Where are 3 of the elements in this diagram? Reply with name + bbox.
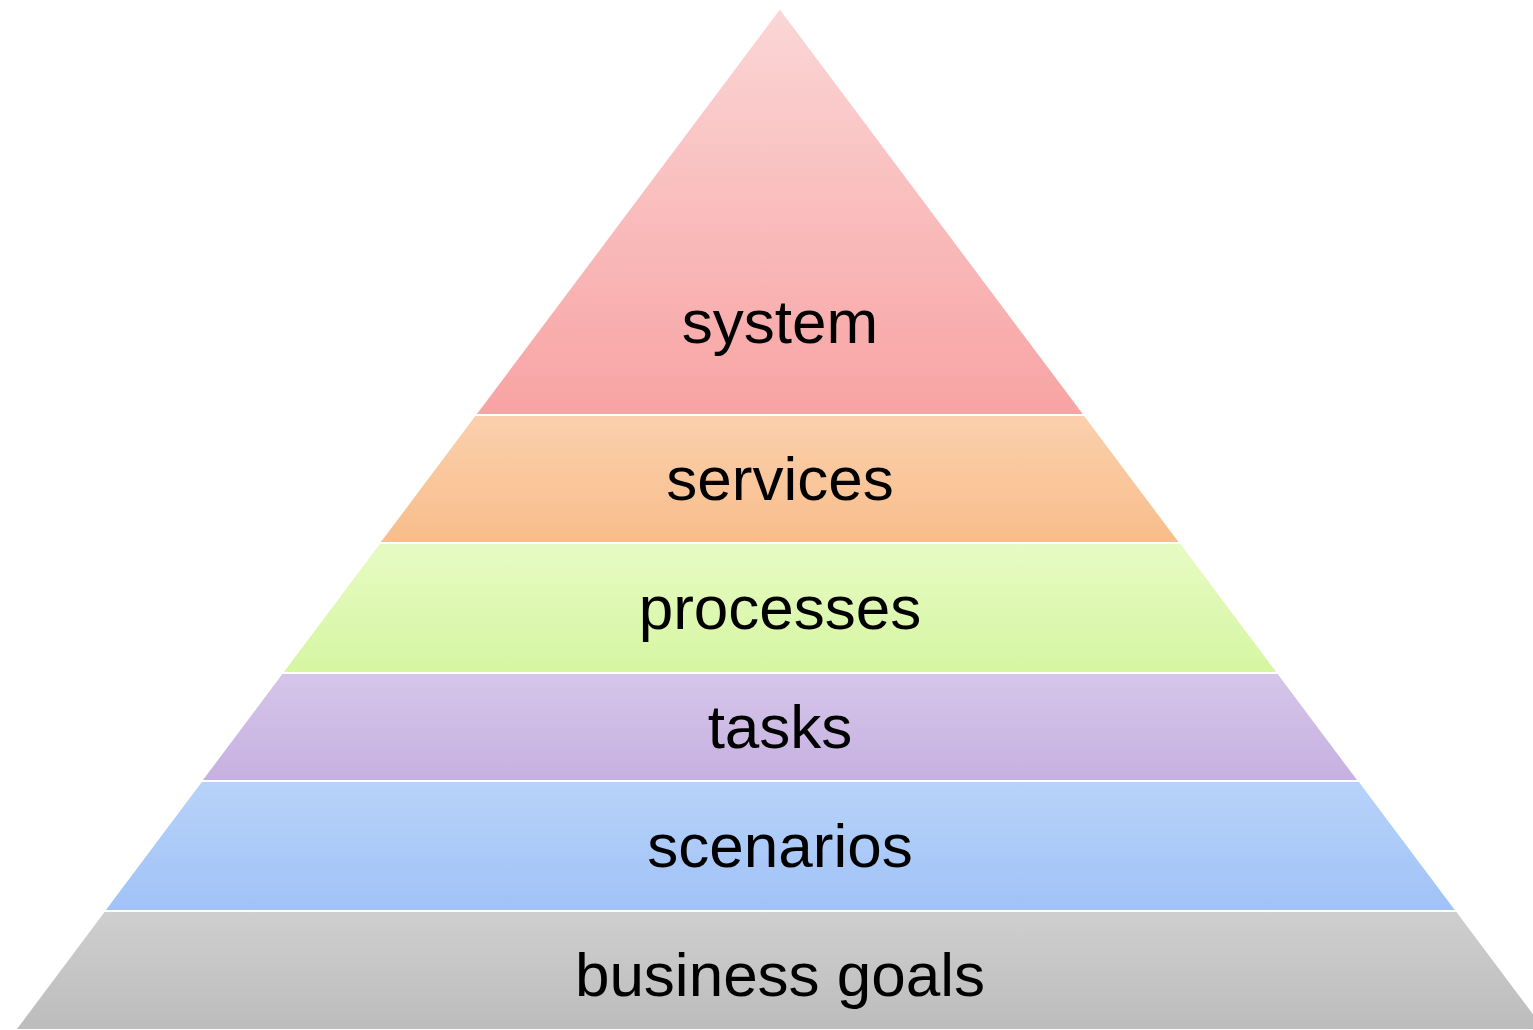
layer-label: tasks (707, 696, 853, 758)
layer-label: services (666, 448, 894, 510)
layer-label: scenarios (647, 815, 913, 877)
